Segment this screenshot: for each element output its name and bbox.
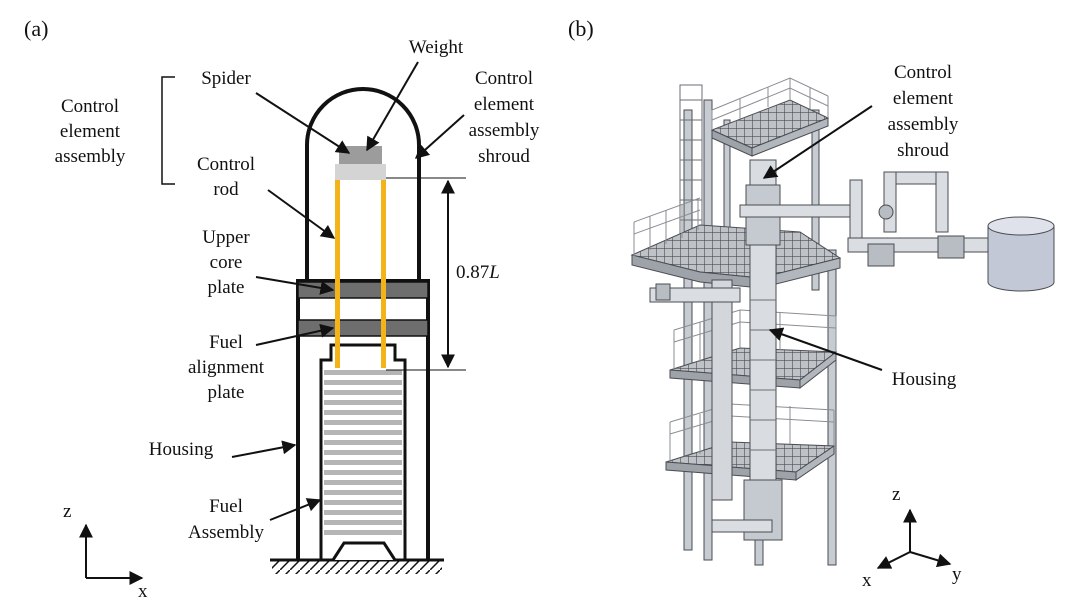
fuel-stripe [324,510,402,515]
svg-text:Upper: Upper [202,227,250,248]
svg-text:assembly: assembly [469,120,540,141]
lower-nozzle [331,541,397,561]
fuel-stripe [324,380,402,385]
label-cea-shroud-a: Control element assembly shroud [469,68,540,167]
svg-text:element: element [893,88,954,109]
svg-text:assembly: assembly [55,146,126,167]
svg-text:Assembly: Assembly [188,522,265,543]
axes-b: z y x [862,484,962,591]
storage-tank [987,216,1055,292]
axis-x-b: x [862,570,872,591]
svg-text:shroud: shroud [897,140,949,161]
fuel-stripe [324,420,402,425]
dimension-label: 0.87L [456,262,500,283]
weight [339,146,382,164]
housing-outline [296,279,430,560]
fuel-stripe [324,440,402,445]
leader-arrows-b [762,105,883,371]
axes-a: z x [63,501,148,602]
leader-arrows-a [231,61,465,521]
facility-3d-model [630,77,1055,566]
svg-text:element: element [60,121,121,142]
fuel-stripe [324,410,402,415]
axis-x-a: x [138,581,148,602]
fuel-stripe [324,460,402,465]
svg-text:shroud: shroud [478,146,530,167]
control-rod-right [381,180,386,368]
svg-text:Control: Control [475,68,533,89]
panel-a: (a) 0.87L [24,16,540,602]
svg-text:Control: Control [197,154,255,175]
label-upper-core-plate: Upper core plate [202,227,250,298]
label-spider: Spider [201,68,251,89]
control-rod-left [335,180,340,368]
fuel-stripe [324,390,402,395]
dimension-0-87L: 0.87L [386,177,500,371]
fuel-stripe [324,480,402,485]
label-housing-b: Housing [892,369,957,390]
fuel-stripe [324,430,402,435]
svg-text:element: element [474,94,535,115]
upper-core-plate [297,281,429,299]
svg-text:rod: rod [213,179,239,200]
fuel-assembly-outline [319,343,407,560]
fuel-stripe [324,490,402,495]
axis-y-b: y [952,564,962,585]
label-cea-shroud-b: Control element assembly shroud [888,62,959,161]
label-control-element-assembly: Control element assembly [55,96,126,167]
panel-a-label: (a) [24,16,48,41]
axis-z-b: z [892,484,900,505]
svg-text:core: core [210,252,243,273]
fuel-stripe [324,370,402,375]
cea-brace [161,76,175,185]
label-fuel-alignment-plate: Fuel alignment plate [188,332,265,403]
fuel-stripe [324,530,402,535]
svg-text:plate: plate [208,382,245,403]
label-weight: Weight [409,37,464,58]
label-control-rod: Control rod [197,154,255,200]
fuel-stripe [324,520,402,525]
panel-b-label: (b) [568,16,594,41]
svg-text:alignment: alignment [188,357,265,378]
svg-text:Fuel: Fuel [209,332,243,353]
fuel-alignment-plate [297,319,429,337]
panel-b: (b) [568,16,1055,591]
fuel-stripes [324,370,402,535]
svg-text:Fuel: Fuel [209,496,243,517]
fuel-stripe [324,400,402,405]
fuel-stripe [324,470,402,475]
spider [335,164,386,180]
label-fuel-assembly: Fuel Assembly [188,496,265,543]
svg-text:assembly: assembly [888,114,959,135]
svg-text:Control: Control [894,62,952,83]
svg-text:Control: Control [61,96,119,117]
cea-shroud-outline [305,87,421,281]
ground [270,558,444,574]
fuel-stripe [324,450,402,455]
label-housing-a: Housing [149,439,214,460]
axis-z-a: z [63,501,71,522]
svg-text:plate: plate [208,277,245,298]
fuel-stripe [324,500,402,505]
